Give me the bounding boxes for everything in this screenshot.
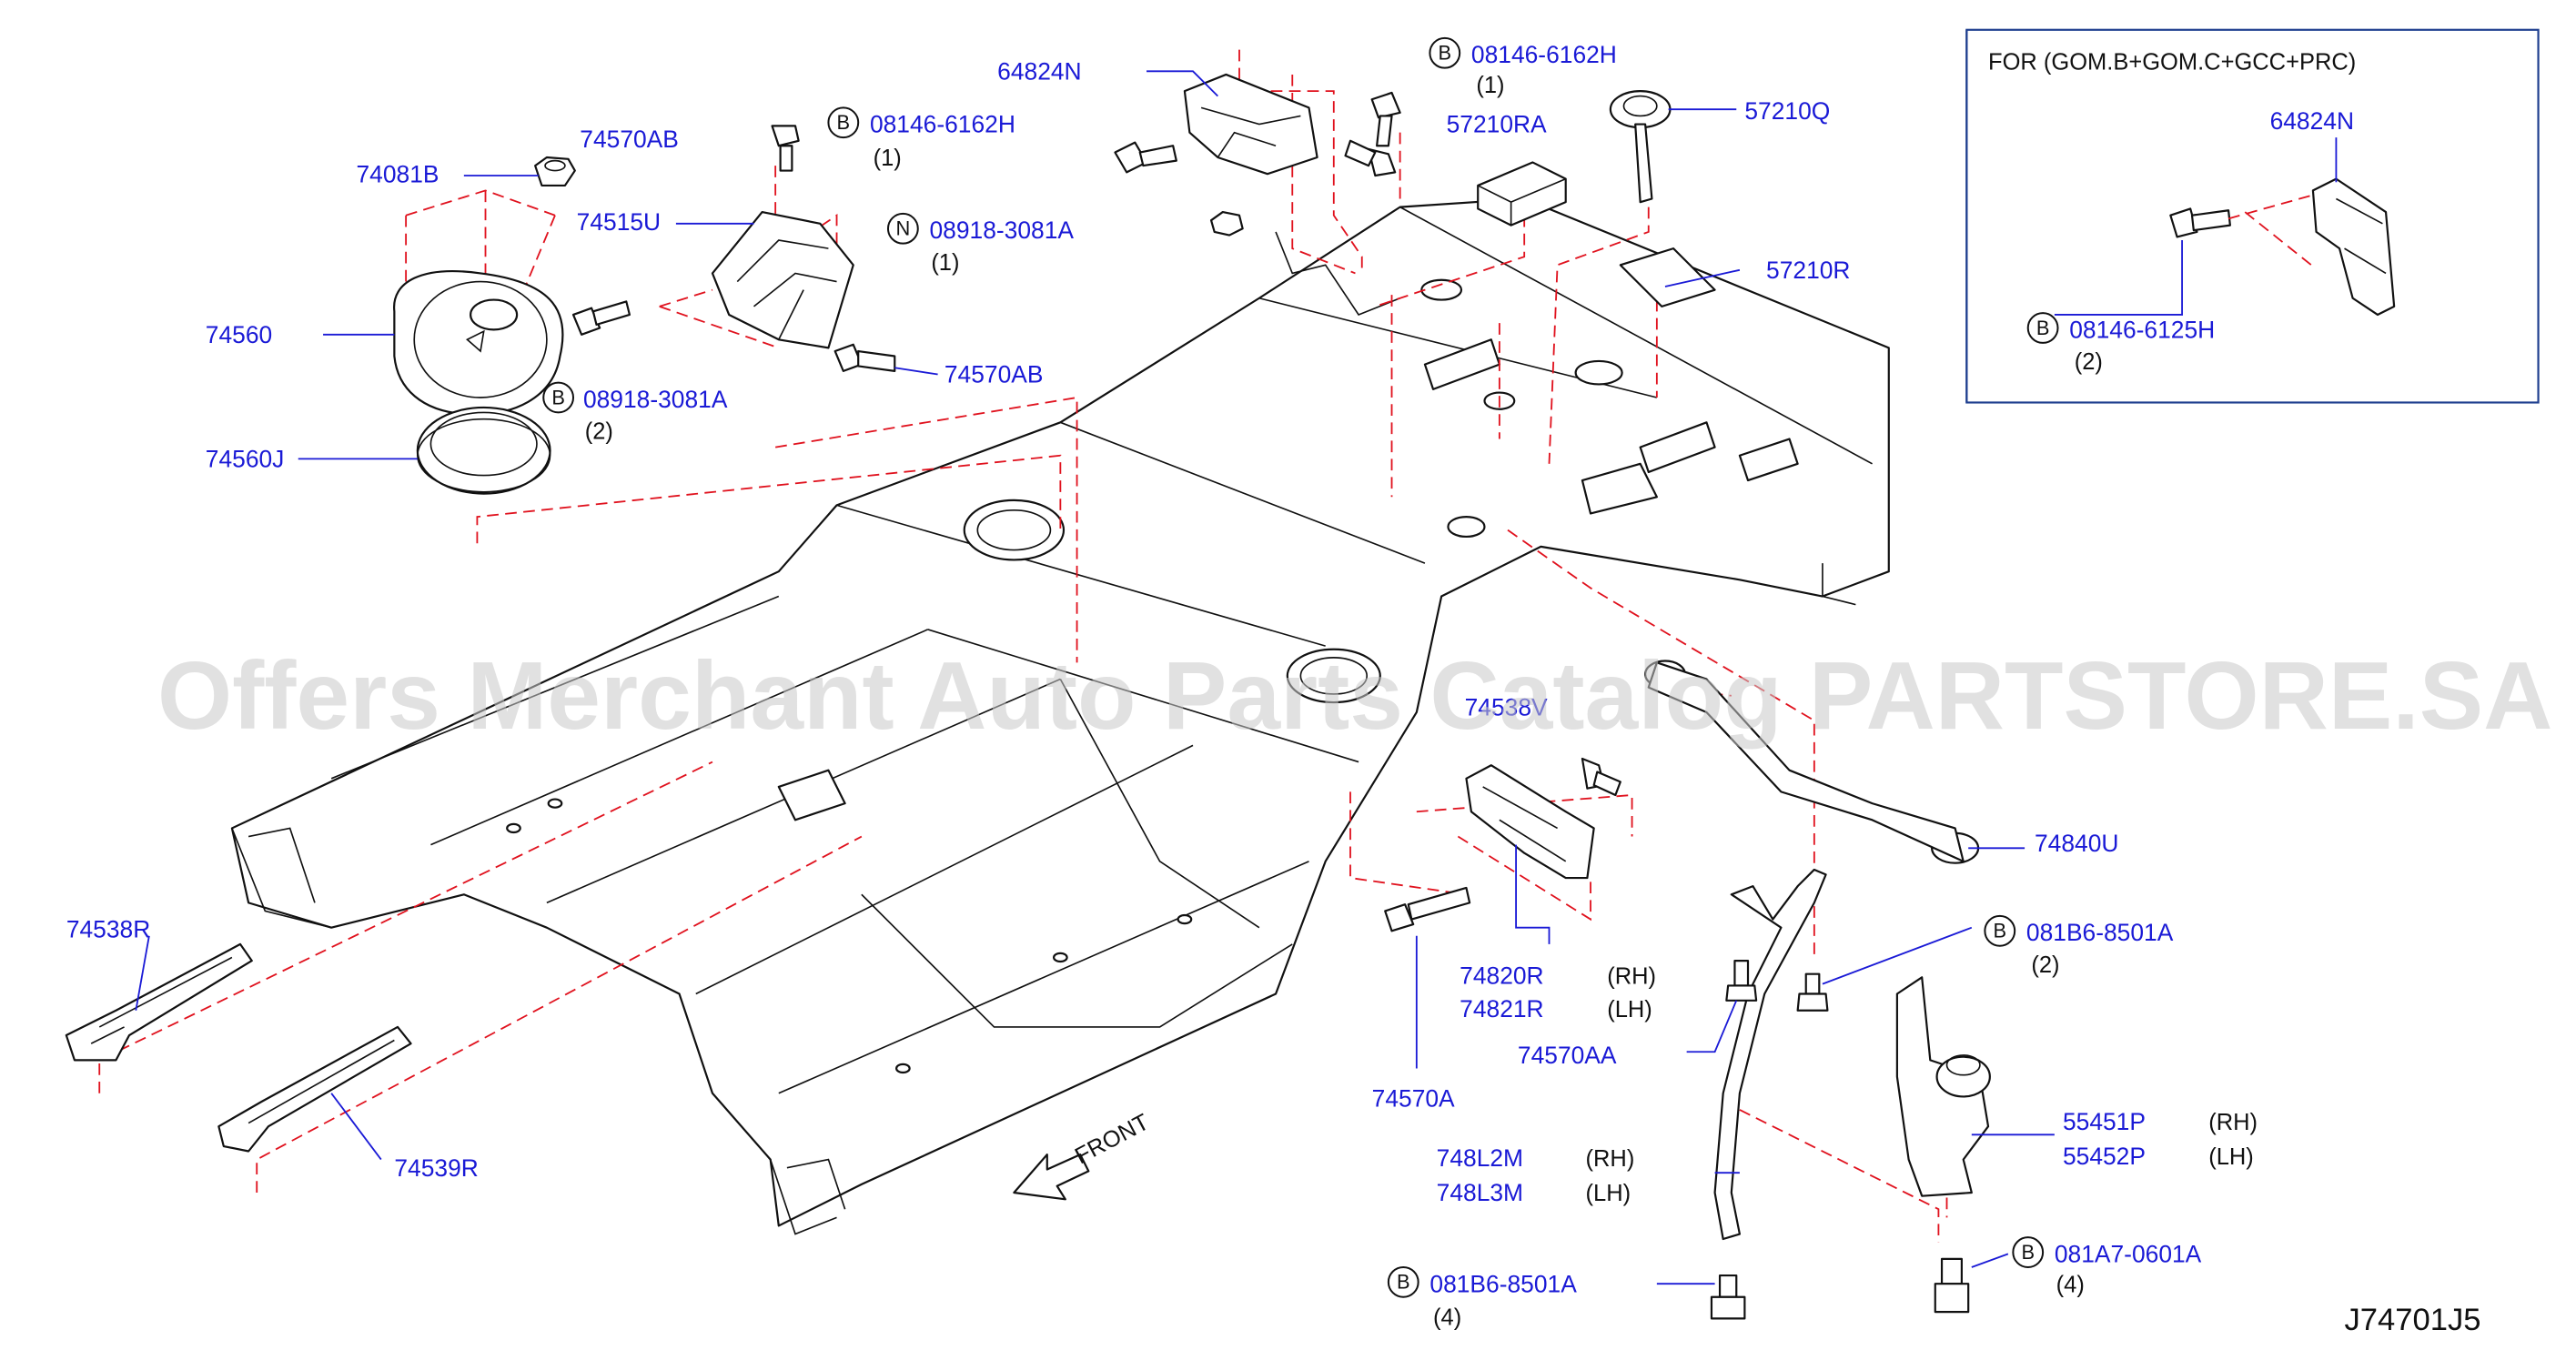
svg-text:B: B (837, 111, 851, 134)
label-74538V: 74538V (1465, 694, 1548, 721)
bolt-74570AB-top (771, 125, 800, 172)
label-74570AA: 74570AA (1518, 1042, 1617, 1069)
label-55451P: 55451P (2063, 1108, 2146, 1135)
label-08146-6162H-b: 08146-6162H (870, 111, 1015, 138)
svg-text:B: B (1438, 42, 1451, 65)
bolt-64824N-left (1114, 141, 1177, 174)
label-74570AB-1: 74570AB (580, 126, 679, 153)
front-arrow: FRONT (1013, 1109, 1154, 1201)
svg-text:B: B (2036, 317, 2050, 339)
svg-text:(2): (2) (2031, 952, 2059, 978)
bolt-081A7-0601A (1934, 1257, 1970, 1314)
svg-text:(4): (4) (2056, 1272, 2085, 1297)
diagram-code: J74701J5 (2345, 1303, 2481, 1337)
label-57210R: 57210R (1766, 257, 1850, 284)
label-08146-6162H-a: 08146-6162H (1471, 41, 1617, 68)
part-74515U-bracket (711, 210, 854, 349)
part-74560J-ring (416, 406, 551, 495)
part-64824N-bracket (1183, 73, 1318, 176)
label-748L3M: 748L3M (1437, 1179, 1523, 1206)
label-74820R: 74820R (1460, 962, 1543, 990)
label-74539R: 74539R (394, 1154, 478, 1182)
svg-text:(2): (2) (585, 419, 613, 445)
svg-text:(1): (1) (874, 146, 902, 171)
part-74840U-brace (1644, 660, 1980, 864)
inset-assembly-lines (2227, 194, 2312, 267)
label-748L2M: 748L2M (1437, 1144, 1523, 1172)
svg-text:B: B (2021, 1241, 2035, 1264)
svg-text:B: B (1397, 1271, 1410, 1294)
label-74570A: 74570A (1372, 1084, 1455, 1112)
prefix-circle-b (1429, 36, 1461, 69)
svg-text:(LH): (LH) (1607, 997, 1652, 1023)
variant-box-title: FOR (GOM.B+GOM.C+GCC+PRC) (1988, 49, 2356, 75)
label-74560J: 74560J (206, 445, 285, 472)
bolt-081B6-8501A-b (1710, 1274, 1746, 1320)
svg-text:(1): (1) (1476, 73, 1504, 98)
nut-74081B (534, 156, 576, 187)
bolt-08918-3081A (571, 300, 631, 336)
front-label: FRONT (1071, 1109, 1154, 1169)
svg-text:(LH): (LH) (1586, 1181, 1631, 1206)
svg-text:(2): (2) (2075, 349, 2103, 375)
label-74538R: 74538R (66, 916, 150, 943)
label-08918-3081A-a: 08918-3081A (930, 217, 1075, 244)
label-081B6-8501A-b: 081B6-8501A (1429, 1270, 1577, 1297)
label-081A7-0601A: 081A7-0601A (2055, 1240, 2202, 1267)
floor-panel (230, 197, 1890, 1235)
svg-text:B: B (1993, 920, 2006, 942)
part-57210RA-pad (1477, 161, 1567, 227)
label-74560: 74560 (206, 321, 272, 348)
part-57210Q-clip (1609, 90, 1672, 204)
svg-text:(LH): (LH) (2208, 1144, 2254, 1170)
label-74081B: 74081B (356, 160, 439, 187)
part-74820R-bracket (1465, 764, 1595, 880)
bolt-74570A (1384, 886, 1471, 932)
label-55452P: 55452P (2063, 1143, 2146, 1170)
bolt-08146-6162H-a (1370, 91, 1401, 147)
svg-text:(RH): (RH) (2208, 1110, 2258, 1135)
nut-64824N (1209, 210, 1244, 237)
part-748L2M-rod (1713, 868, 1827, 1241)
part-57210R-sheet (1619, 247, 1716, 307)
label-081B6-8501A-a: 081B6-8501A (2026, 919, 2174, 946)
label-08918-3081A-b: 08918-3081A (583, 386, 728, 413)
label-74821R: 74821R (1460, 995, 1543, 1023)
svg-text:(4): (4) (1433, 1305, 1461, 1331)
watermark: Offers Merchant Auto Parts Catalog PARTS… (157, 642, 2552, 750)
inset-bolt-08146-6125H (2169, 207, 2231, 238)
svg-text:(RH): (RH) (1586, 1146, 1635, 1172)
svg-text:N: N (895, 217, 910, 240)
label-74840U: 74840U (2035, 830, 2118, 857)
inset-label-08146-6125H: 08146-6125H (2069, 316, 2215, 343)
part-55451P-mount (1895, 976, 1991, 1197)
bolt-74538V (1581, 757, 1621, 797)
bolt-64824N-right (1344, 139, 1397, 177)
inset-part-64824N (2311, 177, 2396, 317)
svg-text:(RH): (RH) (1607, 964, 1656, 990)
bolt-74570AB-lower (833, 343, 896, 372)
variant-box (1965, 28, 2540, 404)
part-74538R-bar (65, 942, 253, 1062)
inset-label-64824N: 64824N (2270, 107, 2354, 135)
svg-text:(1): (1) (931, 250, 959, 276)
label-74515U: 74515U (577, 208, 661, 236)
label-57210Q: 57210Q (1744, 97, 1830, 125)
leader-lines (135, 70, 2338, 1285)
label-64824N: 64824N (997, 57, 1081, 85)
bolt-74570AA (1725, 960, 1758, 1002)
svg-text:B: B (551, 386, 565, 408)
part-74539R-bar (217, 1025, 412, 1153)
part-74560-cover (393, 270, 564, 416)
bolt-081B6-8501A-a (1796, 972, 1829, 1012)
labels: 64824N B 08146-6162H (1) 57210RA 57210Q … (66, 36, 2481, 1337)
label-57210RA: 57210RA (1447, 111, 1547, 138)
label-74570AB-2: 74570AB (945, 361, 1044, 388)
